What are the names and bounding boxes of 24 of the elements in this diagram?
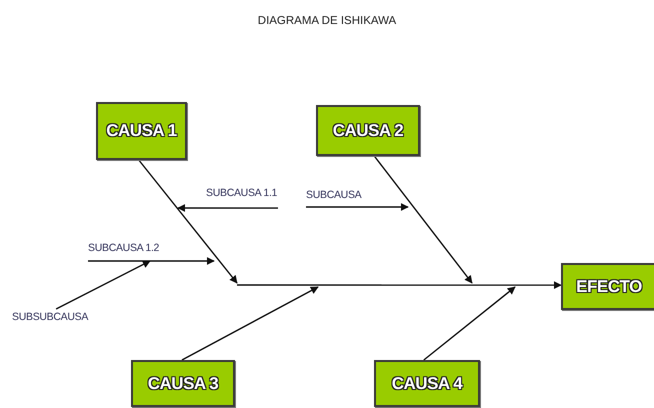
arrow bbox=[182, 286, 319, 361]
cause-box bbox=[316, 105, 420, 156]
subcause-label: SUBSUBCAUSA bbox=[12, 310, 90, 325]
effect-box bbox=[561, 263, 654, 310]
diagram-title: DIAGRAMA DE ISHIKAWA bbox=[258, 15, 396, 27]
subcause-label: SUBCAUSA 1.2 bbox=[88, 241, 160, 256]
cause-box bbox=[96, 102, 187, 160]
cause-box bbox=[131, 360, 235, 407]
arrow bbox=[88, 257, 215, 265]
cause-label: CAUSA 1 bbox=[106, 121, 177, 141]
cause-label: CAUSA 3 bbox=[148, 374, 218, 394]
subcause-label: SUBCAUSA 1.1 bbox=[206, 186, 278, 201]
arrow bbox=[374, 156, 473, 284]
cause-label: CAUSA 2 bbox=[332, 120, 404, 140]
arrow bbox=[177, 204, 278, 212]
arrow bbox=[306, 203, 409, 211]
cause-box bbox=[374, 360, 480, 407]
arrow bbox=[138, 160, 238, 284]
arrow bbox=[56, 260, 151, 310]
cause-label: CAUSA 4 bbox=[392, 374, 462, 394]
arrow bbox=[237, 281, 562, 290]
arrow bbox=[423, 286, 516, 361]
effect-label: EFECTO bbox=[576, 276, 642, 296]
subcause-label: SUBCAUSA bbox=[306, 188, 362, 203]
